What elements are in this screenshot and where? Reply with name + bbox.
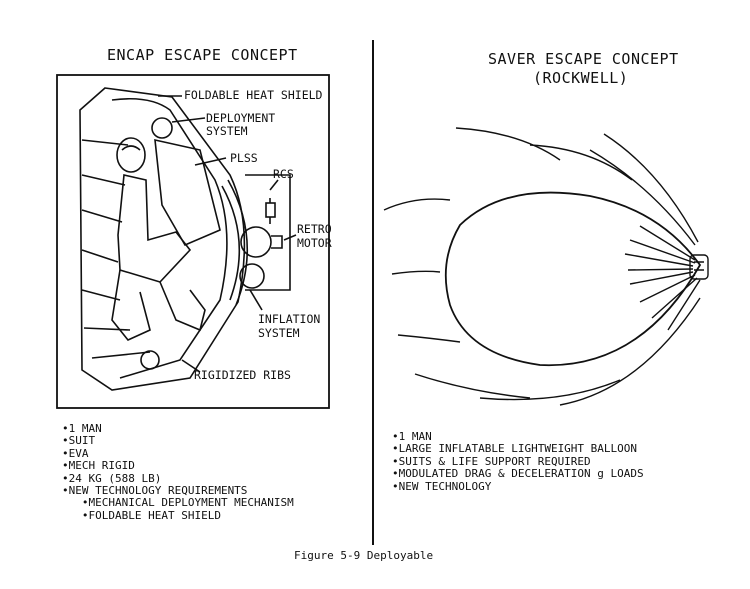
label-retro-line2: MOTOR: [297, 236, 332, 250]
label-rigidized-ribs: RIGIDIZED RIBS: [194, 368, 291, 382]
list-item: •MECHANICAL DEPLOYMENT MECHANISM: [62, 496, 294, 510]
label-retro-line1: RETRO: [297, 222, 332, 236]
saver-bullet-list: •1 MAN •LARGE INFLATABLE LIGHTWEIGHT BAL…: [392, 430, 644, 493]
label-inflation-line1: INFLATION: [258, 312, 321, 326]
encap-figure-frame: [56, 74, 330, 409]
list-item: •EVA: [62, 446, 89, 460]
saver-title-line2: (ROCKWELL): [533, 69, 629, 87]
list-item: •MODULATED DRAG & DECELERATION g LOADS: [392, 467, 644, 481]
figure-caption: Figure 5-9 Deployable: [294, 549, 434, 562]
label-inflation-line2: SYSTEM: [258, 326, 300, 340]
encap-title: ENCAP ESCAPE CONCEPT: [107, 46, 298, 64]
list-item: •LARGE INFLATABLE LIGHTWEIGHT BALLOON: [392, 442, 638, 456]
list-item: •NEW TECHNOLOGY REQUIREMENTS: [62, 484, 248, 498]
list-item: •1 MAN: [62, 422, 102, 435]
label-rcs: RCS: [273, 167, 294, 181]
label-foldable-heat-shield: FOLDABLE HEAT SHIELD: [184, 88, 323, 102]
label-deployment-line2: SYSTEM: [206, 124, 248, 138]
list-item: •FOLDABLE HEAT SHIELD: [62, 508, 221, 522]
list-item: •SUITS & LIFE SUPPORT REQUIRED: [392, 454, 591, 468]
list-item: •24 KG (588 LB): [62, 471, 162, 485]
label-deployment-line1: DEPLOYMENT: [206, 111, 276, 125]
saver-title-line1: SAVER ESCAPE CONCEPT: [488, 50, 679, 68]
list-item: •MECH RIGID: [62, 459, 135, 473]
saver-balloon-drawing: [383, 127, 709, 406]
list-item: •1 MAN: [392, 430, 432, 443]
encap-capsule-drawing: [79, 87, 297, 391]
encap-bullet-list: •1 MAN •SUIT •EVA •MECH RIGID •24 KG (58…: [62, 422, 294, 522]
list-item: •SUIT: [62, 434, 96, 448]
label-plss: PLSS: [230, 151, 258, 165]
list-item: •NEW TECHNOLOGY: [392, 479, 492, 493]
